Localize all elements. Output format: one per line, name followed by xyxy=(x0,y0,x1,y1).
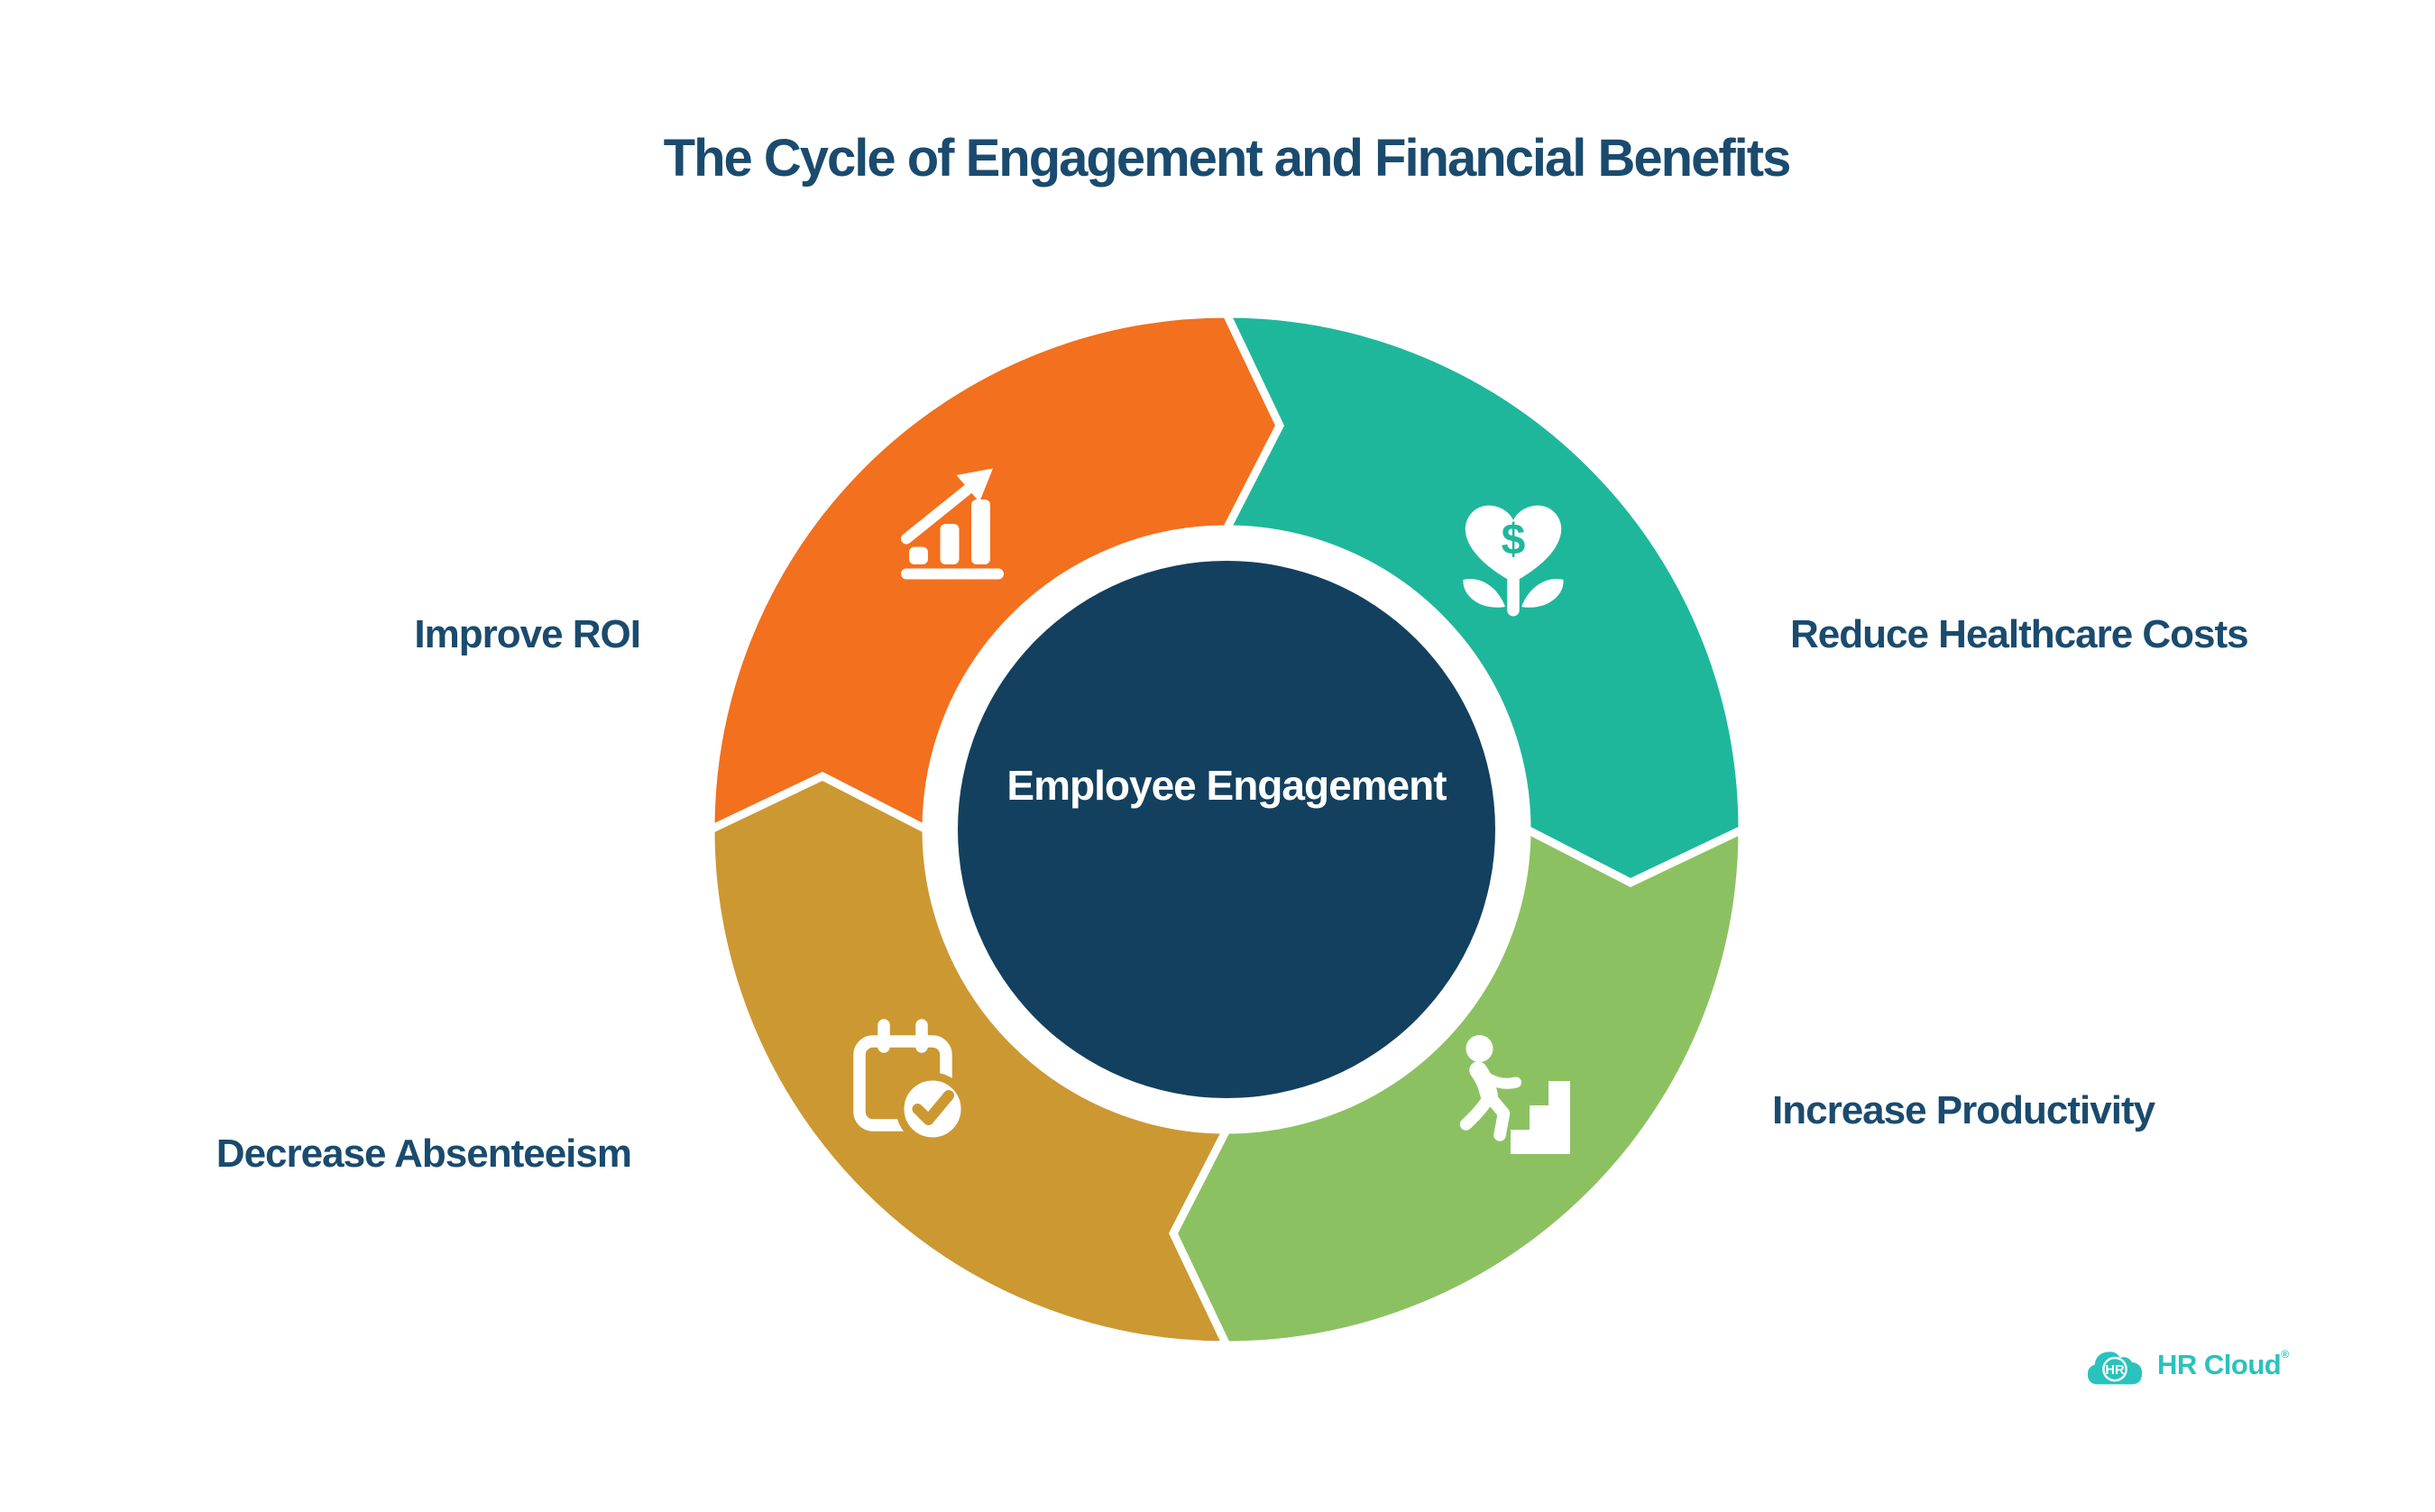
logo-wordmark: HR Cloud® xyxy=(2157,1347,2289,1380)
dollar-glyph: $ xyxy=(1502,517,1526,564)
logo-badge-text: HR xyxy=(2105,1363,2125,1378)
person-climbing-stairs-icon xyxy=(1459,1035,1570,1154)
center-circle xyxy=(958,561,1495,1098)
cycle-wheel-svg: $ xyxy=(706,309,1747,1350)
hr-cloud-logo: HR HR Cloud® xyxy=(2083,1340,2289,1388)
center-label: Employee Engagement xyxy=(1006,762,1447,809)
segment-increase-productivity xyxy=(1168,822,1747,1350)
label-improve-roi: Improve ROI xyxy=(414,612,641,656)
label-reduce-healthcare-costs: Reduce Healthcare Costs xyxy=(1790,612,2249,656)
engagement-cycle-wheel: $ Employee Engagement xyxy=(706,309,1747,1350)
segment-decrease-absenteeism xyxy=(706,771,1234,1350)
page-title: The Cycle of Engagement and Financial Be… xyxy=(663,129,1792,188)
calendar-check-icon xyxy=(853,1019,969,1146)
trademark-symbol: ® xyxy=(2281,1347,2289,1361)
heart-flower-dollar-icon: $ xyxy=(1463,505,1564,617)
hr-cloud-logo-icon: HR xyxy=(2087,1352,2143,1385)
label-increase-productivity: Increase Productivity xyxy=(1772,1088,2155,1132)
label-decrease-absenteeism: Decrease Absenteeism xyxy=(216,1132,632,1176)
growth-chart-icon xyxy=(901,468,1004,580)
